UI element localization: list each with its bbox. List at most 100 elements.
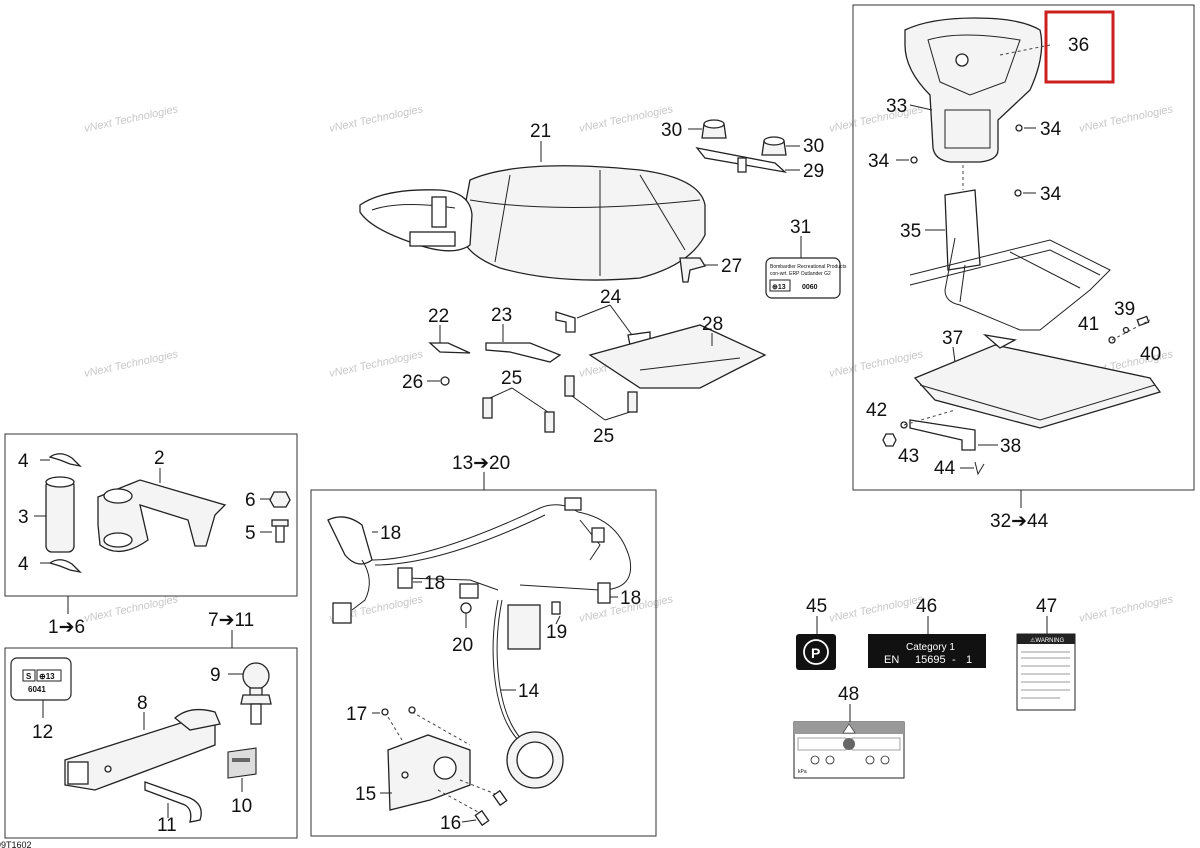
callout-34a: 34	[1040, 119, 1062, 140]
watermark: vNext Technologies	[83, 593, 179, 625]
seat-part	[359, 165, 706, 281]
backrest-frame	[909, 165, 1111, 331]
svg-text:P: P	[811, 645, 820, 661]
callout-41: 41	[1078, 314, 1099, 335]
callout-17: 17	[346, 704, 367, 725]
watermark: vNext Technologies	[1078, 593, 1174, 625]
callout-34b: 34	[868, 151, 890, 172]
mount-plate	[909, 333, 1162, 451]
callout-46: 46	[916, 596, 937, 617]
pin-part	[144, 781, 202, 823]
callout-48: 48	[838, 684, 859, 705]
figure-code: 99T1602	[0, 840, 32, 848]
watermark: vNext Technologies	[828, 103, 924, 135]
label-46-line2a: EN	[884, 654, 899, 666]
label-12: S ⊕13 6041	[10, 657, 72, 701]
callout-18b: 18	[424, 573, 445, 594]
callout-10: 10	[231, 796, 252, 817]
callout-8: 8	[137, 693, 148, 714]
callout-39: 39	[1114, 299, 1135, 320]
spacer-part	[482, 375, 638, 433]
callout-21: 21	[530, 121, 551, 142]
callout-35: 35	[900, 221, 921, 242]
callout-14: 14	[518, 681, 540, 702]
backrest-part	[904, 17, 1043, 163]
callout-36: 36	[1068, 35, 1089, 56]
callout-13-20: 13➔20	[452, 453, 510, 474]
callout-30a: 30	[661, 120, 682, 141]
callout-16: 16	[440, 813, 461, 834]
hitch-ball-part	[240, 662, 272, 725]
group-box-1-6	[4, 433, 298, 597]
callout-44: 44	[934, 458, 956, 479]
callout-29: 29	[803, 161, 824, 182]
callout-12: 12	[32, 722, 53, 743]
callout-6: 6	[245, 490, 256, 511]
callout-11: 11	[157, 815, 177, 836]
callout-23: 23	[491, 305, 512, 326]
clip-part	[679, 257, 707, 283]
callout-15: 15	[355, 784, 376, 805]
label-12-box2: ⊕13	[39, 672, 55, 681]
highlight-box-36	[1044, 10, 1115, 84]
watermark: vNext Technologies	[1078, 103, 1174, 135]
callout-45: 45	[806, 596, 827, 617]
label-31-line2: con-wrt. ERP Outlander G2	[770, 271, 831, 277]
watermark: vNext Technologies	[828, 348, 924, 380]
watermark: vNext Technologies	[83, 103, 179, 135]
label-46-line2d: 1	[966, 654, 972, 666]
warning-label-47: ⚠WARNING	[1016, 633, 1076, 711]
callout-4a: 4	[18, 451, 29, 472]
callout-19: 19	[546, 622, 567, 643]
label-31-line1: Bombardier Recreational Products	[770, 264, 847, 270]
callout-30b: 30	[803, 136, 824, 157]
callout-27: 27	[721, 256, 742, 277]
label-46-line2b: 15695	[915, 654, 946, 666]
label-46-line1: Category 1	[906, 642, 955, 653]
shield-part	[588, 324, 767, 389]
callout-3: 3	[18, 507, 29, 528]
callout-9: 9	[210, 665, 221, 686]
callout-40: 40	[1140, 344, 1161, 365]
callout-37: 37	[942, 328, 963, 349]
tire-pressure-label-48: kPa	[793, 721, 905, 779]
group-box-32-44	[852, 4, 1195, 491]
callout-18c: 18	[620, 588, 641, 609]
label-31: Bombardier Recreational Products con-wrt…	[765, 257, 847, 299]
callout-22: 22	[428, 306, 449, 327]
label-48-kpa: kPa	[798, 769, 807, 775]
group-box-7-11	[4, 647, 298, 839]
wiring-harness	[327, 497, 632, 789]
label-12-code: 6041	[28, 685, 46, 694]
callout-7-11: 7➔11	[208, 610, 254, 631]
callout-25b: 25	[593, 426, 614, 447]
knob-part	[701, 119, 787, 156]
callout-4b: 4	[18, 554, 29, 575]
callout-33: 33	[886, 96, 907, 117]
watermark: vNext Technologies	[328, 103, 424, 135]
callout-26: 26	[402, 372, 423, 393]
decal-10	[227, 747, 257, 779]
callout-5: 5	[245, 523, 256, 544]
callout-43: 43	[898, 446, 919, 467]
label-12-box1: S	[26, 672, 32, 681]
callout-1-6: 1➔6	[48, 617, 85, 638]
label-31-code1: ⊕13	[772, 284, 786, 291]
callout-47: 47	[1036, 596, 1057, 617]
park-brake-icon: P	[796, 634, 836, 670]
callout-25a: 25	[501, 368, 522, 389]
label-31-code2: 0060	[802, 284, 818, 291]
callout-42: 42	[866, 400, 887, 421]
hitch-parts	[45, 453, 291, 574]
callout-24: 24	[600, 287, 622, 308]
callout-18a: 18	[380, 523, 401, 544]
callout-31: 31	[790, 217, 811, 238]
label-46: Category 1 EN 15695 - 1	[868, 634, 986, 668]
label-46-line2c: -	[952, 654, 956, 666]
callout-2: 2	[154, 448, 165, 469]
watermark: vNext Technologies	[83, 348, 179, 380]
watermark: vNext Technologies	[828, 593, 924, 625]
callout-20: 20	[452, 635, 473, 656]
callout-38: 38	[1000, 436, 1021, 457]
